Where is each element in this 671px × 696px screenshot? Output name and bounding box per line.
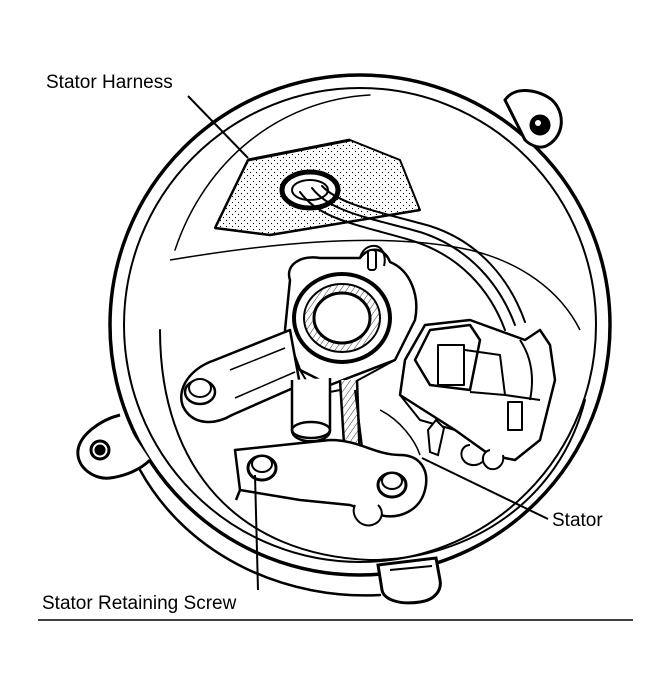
leader-stator-retaining-screw [254,474,259,591]
breaker-plate [283,244,418,396]
stator-harness-wires [299,185,526,331]
stator-pole [379,409,446,457]
stator-retaining-plate [233,438,428,527]
stator-label: Stator [552,510,603,531]
leader-stator [421,457,549,520]
mounting-tab-bottom [376,556,442,605]
bowl-floor [169,239,581,331]
pickup-module [398,318,557,471]
leader-stator-harness [187,95,249,159]
stator-harness-label: Stator Harness [46,72,173,93]
vacuum-arm [180,328,302,424]
stator-retaining-screw-label: Stator Retaining Screw [42,593,237,614]
mounting-ear-top-right [503,89,563,149]
mounting-ear-left [76,413,152,480]
harness-grommet-block [213,138,421,237]
distributor-housing [108,73,612,597]
leader-lines [187,95,549,591]
